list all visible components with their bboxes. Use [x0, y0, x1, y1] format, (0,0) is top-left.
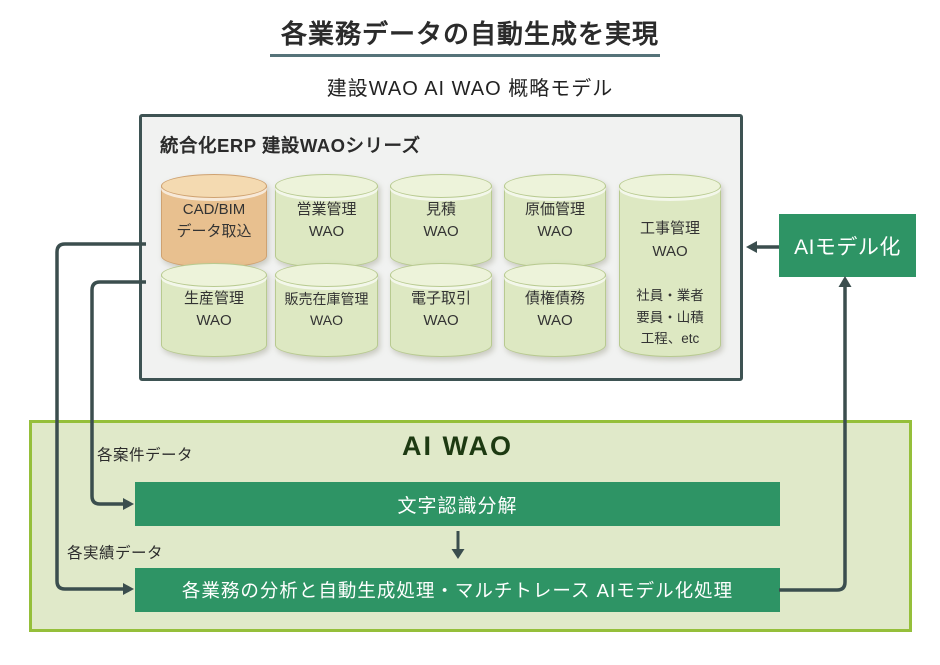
erp-box: 統合化ERP 建設WAOシリーズ CAD/BIM データ取込 営業管理 WAO: [139, 114, 743, 381]
cylinder-top-ellipse: [619, 174, 721, 198]
case-data-label: 各案件データ: [97, 447, 194, 464]
ai-wao-title: AI WAO: [402, 431, 513, 461]
cylinder-label: 債権債務: [524, 289, 585, 307]
arrowhead-up-icon: [838, 276, 852, 287]
cylinder-label: 見積: [425, 200, 456, 218]
cylinder-label: WAO: [310, 312, 343, 328]
cylinder-top-ellipse: [504, 174, 606, 198]
cylinder-label: CAD/BIM: [182, 200, 246, 218]
cylinder-e-trade: 電子取引 WAO: [390, 263, 492, 357]
page-subtitle: 建設WAO AI WAO 概略モデル: [326, 78, 614, 100]
result-data-label: 各実績データ: [67, 545, 164, 562]
cylinder-production-mgmt: 生産管理 WAO: [161, 263, 267, 357]
page-title: 各業務データの自動生成を実現: [280, 19, 659, 49]
erp-box-title: 統合化ERP 建設WAOシリーズ: [160, 135, 421, 156]
cylinder-label: 生産管理: [183, 289, 244, 307]
cylinder-label: WAO: [423, 223, 459, 240]
cylinder-top-ellipse: [390, 174, 492, 198]
cylinder-top-ellipse: [504, 263, 606, 287]
cylinder-estimate: 見積 WAO: [390, 174, 492, 268]
cylinder-label: データ取込: [176, 223, 252, 240]
cylinder-label: WAO: [308, 223, 345, 240]
cylinder-label: WAO: [196, 312, 232, 329]
cylinder-label: 工事管理: [639, 220, 700, 237]
cylinder-top-ellipse: [161, 263, 267, 287]
cylinder-label: 社員・業者: [636, 288, 704, 303]
cylinder-label: 営業管理: [296, 200, 357, 218]
cylinder-sales-mgmt: 営業管理 WAO: [275, 174, 378, 268]
cylinder-label: WAO: [537, 312, 573, 329]
analysis-generation-bar: 各業務の分析と自動生成処理・マルチトレース AIモデル化処理: [135, 568, 780, 612]
cylinder-top-ellipse: [390, 263, 492, 287]
cylinder-label: 原価管理: [524, 200, 585, 218]
cylinder-label: 工程、etc: [640, 331, 700, 347]
cylinder-cad-bim: CAD/BIM データ取込: [161, 174, 267, 268]
cylinder-top-ellipse: [275, 174, 378, 198]
cylinder-top-ellipse: [275, 263, 378, 287]
title-underline: [270, 54, 660, 57]
cylinder-label: WAO: [537, 223, 573, 240]
cylinder-label: 販売在庫管理: [284, 291, 369, 307]
cylinder-label: 要員・山積: [636, 309, 704, 325]
cylinder-sales-inventory-mgmt: 販売在庫管理 WAO: [275, 263, 378, 357]
cylinder-label: 電子取引: [410, 289, 471, 307]
cylinder-receivables-payables: 債権債務 WAO: [504, 263, 606, 357]
cylinder-cost-mgmt: 原価管理 WAO: [504, 174, 606, 268]
cylinder-label: WAO: [423, 312, 459, 329]
cylinder-label: WAO: [652, 242, 688, 260]
cylinder-top-ellipse: [161, 174, 267, 198]
text-recognition-bar: 文字認識分解: [135, 482, 780, 526]
arrowhead-left-icon: [746, 241, 757, 253]
cylinder-construction-mgmt: 工事管理 WAO 社員・業者 要員・山積 工程、etc: [619, 174, 721, 357]
ai-model-box: AIモデル化: [779, 214, 916, 277]
